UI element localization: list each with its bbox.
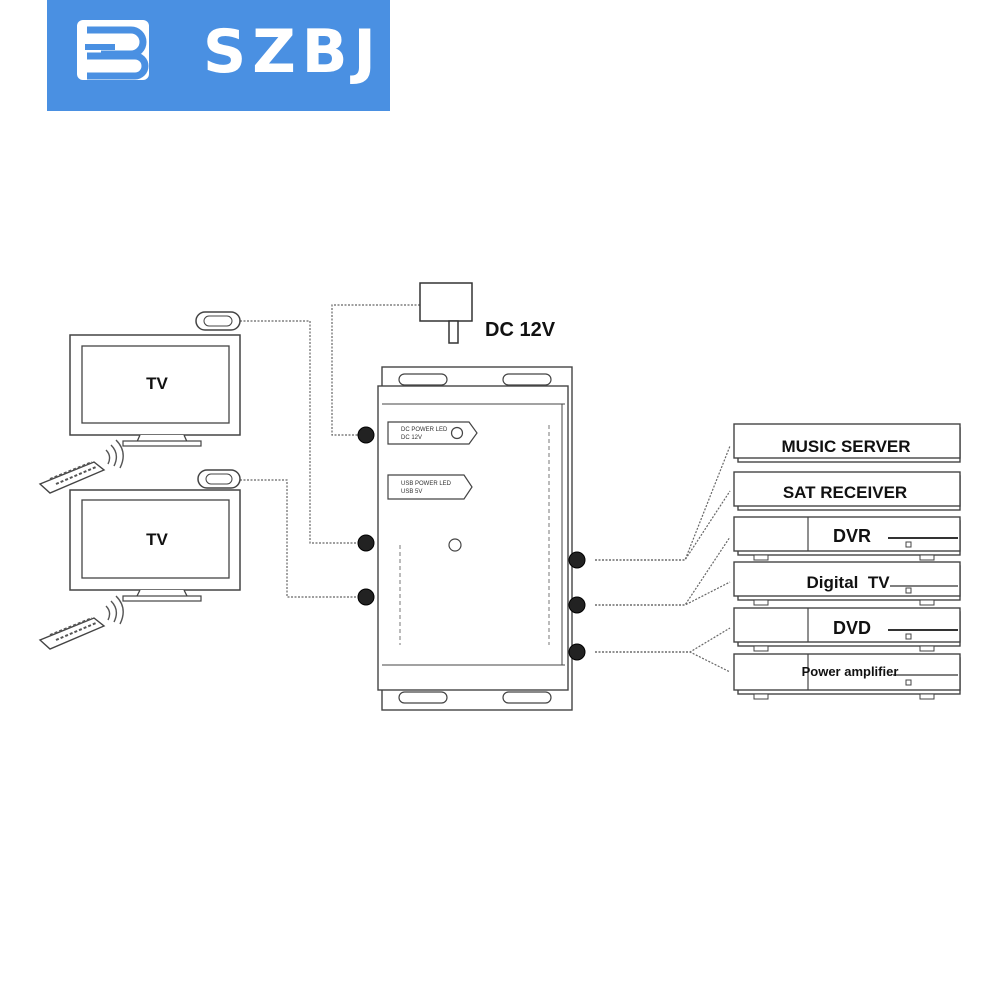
device-power-amplifier: [733, 653, 961, 700]
usb-led-value: USB 5V: [401, 489, 422, 495]
wire-power-amplifier: [595, 651, 731, 673]
port-power: [357, 426, 375, 444]
wire-power: [331, 304, 420, 436]
ir-receiver-1-icon: [195, 311, 241, 331]
device-dvd: [733, 607, 961, 652]
wire-dvr: [595, 536, 731, 606]
device-label-sat-receiver: SAT RECEIVER: [783, 483, 907, 502]
tv-1: [69, 334, 241, 447]
tv-2: [69, 489, 241, 602]
device-label-power-amplifier: Power amplifier: [802, 664, 899, 679]
port-ir-in-1: [357, 534, 375, 552]
device-digital-tv: [733, 561, 961, 606]
remote-control-1-icon: [38, 439, 124, 494]
device-label-digital-tv: Digital TV: [806, 573, 890, 592]
wire-dvd: [595, 627, 731, 653]
device-stack: [733, 423, 961, 700]
wires: [240, 304, 731, 673]
power-led-value: DC 12V: [401, 435, 422, 441]
usb-led-label: USB POWER LED: [401, 481, 452, 487]
device-dvr: [733, 516, 961, 561]
logo-mark-icon: [77, 20, 149, 80]
power-label: DC 12V: [485, 319, 556, 341]
power-adapter: [419, 282, 473, 344]
hub-ports: [357, 426, 586, 661]
wire-ir-1: [240, 320, 360, 544]
device-music-server: [733, 423, 961, 463]
wire-digital-tv: [595, 581, 731, 606]
device-sat-receiver: [733, 471, 961, 511]
port-ir-out-1: [568, 551, 586, 569]
device-label-dvr: DVR: [833, 526, 871, 546]
tv-label: TV: [146, 374, 168, 393]
logo-wordmark: SZBJ: [203, 17, 382, 87]
tv-label: TV: [146, 530, 168, 549]
power-led-label: DC POWER LED: [401, 427, 448, 433]
wire-music-server: [595, 445, 731, 561]
hub-device: [377, 366, 573, 711]
device-label-dvd: DVD: [833, 618, 871, 638]
brand-logo: SZBJ: [47, 0, 390, 111]
device-label-music-server: MUSIC SERVER: [781, 437, 910, 456]
port-ir-out-3: [568, 643, 586, 661]
port-ir-in-2: [357, 588, 375, 606]
remote-control-2-icon: [38, 595, 124, 650]
ir-receiver-2-icon: [197, 469, 241, 489]
wire-sat-receiver: [595, 490, 731, 561]
wire-ir-2: [240, 479, 360, 598]
port-ir-out-2: [568, 596, 586, 614]
